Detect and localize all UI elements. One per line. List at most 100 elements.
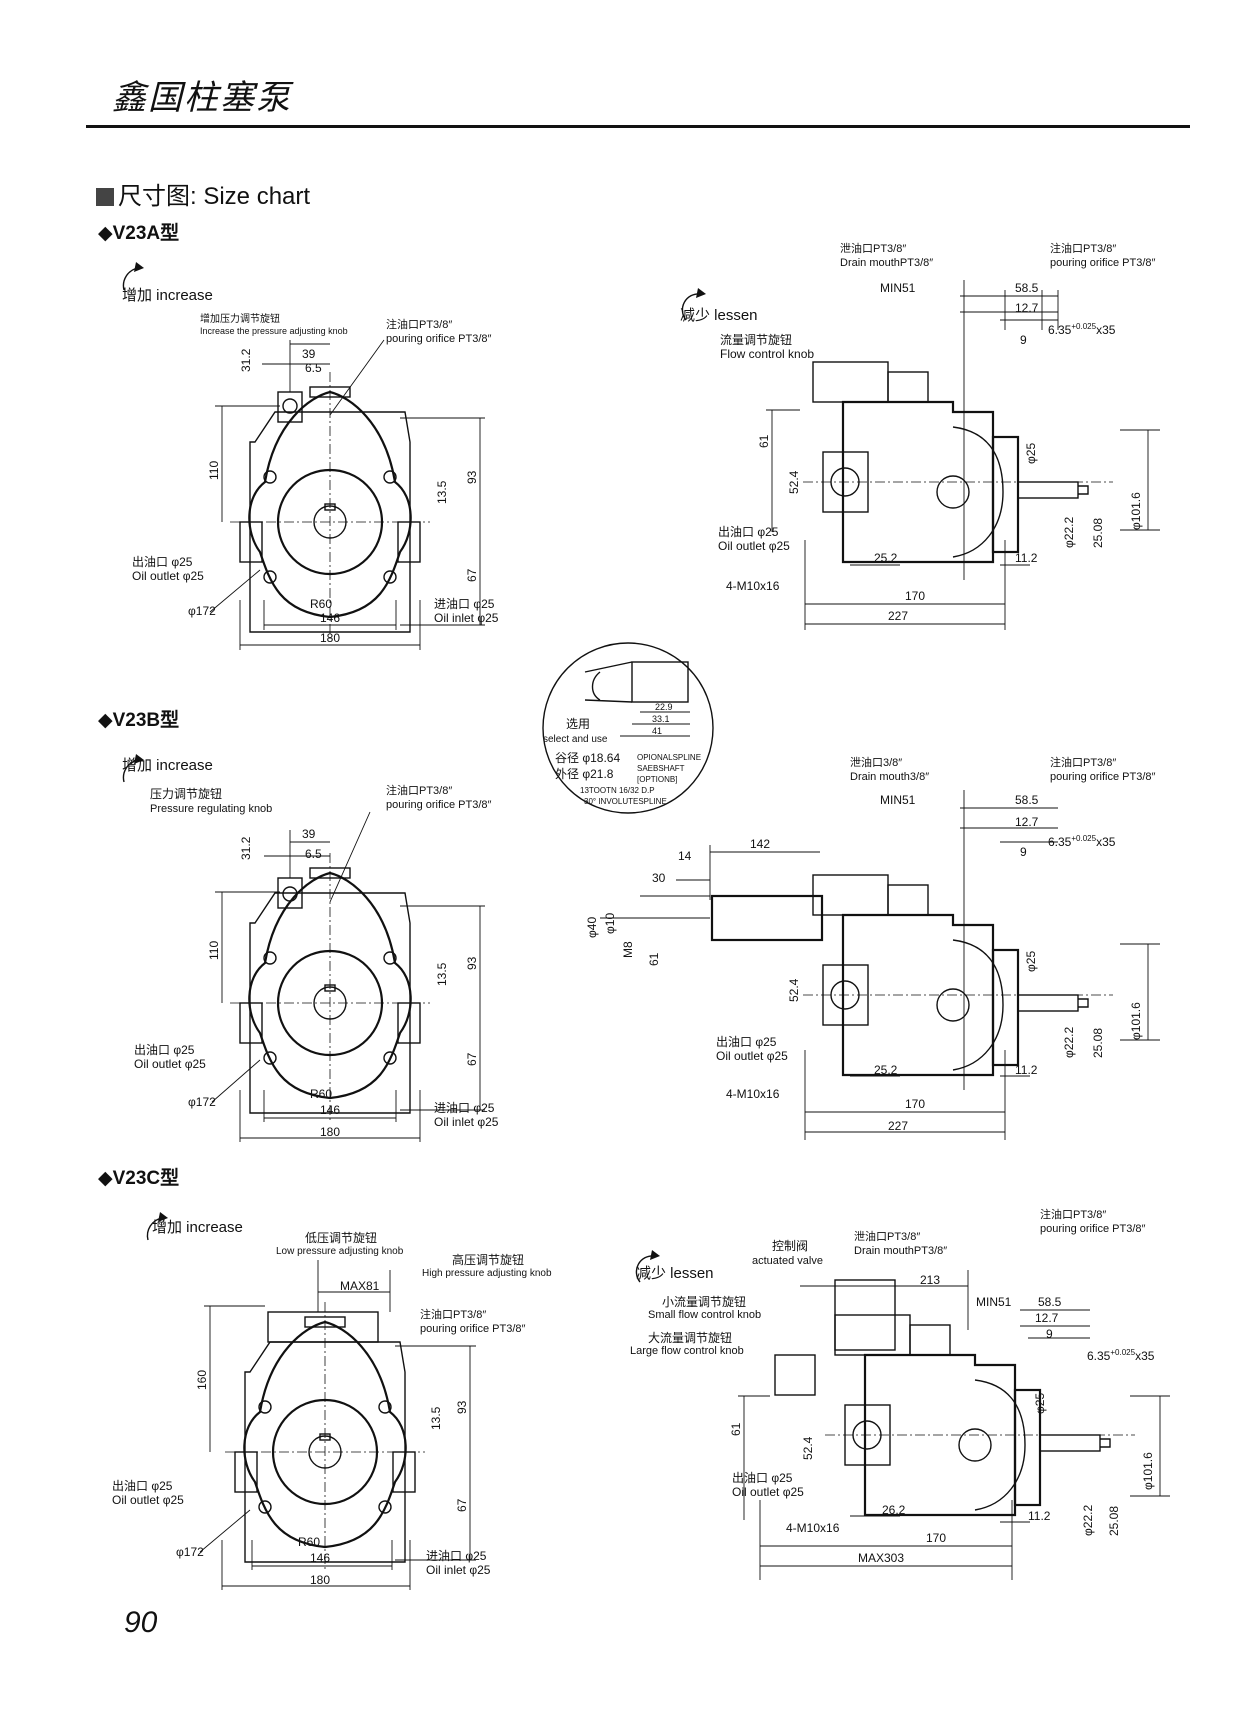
- v23c-dim-11-2: 11.2: [1028, 1509, 1051, 1523]
- spline-line2: SAEBSHAFT: [637, 764, 685, 773]
- spline-dim-41: 41: [652, 726, 662, 736]
- v23c-high-knob-en: High pressure adjusting knob: [422, 1268, 552, 1279]
- v23c-dim-180: 180: [310, 1573, 330, 1587]
- v23c-low-knob-cn: 低压调节旋钮: [305, 1230, 377, 1245]
- v23c-side-outlet-en: Oil outlet φ25: [732, 1485, 804, 1499]
- v23a-side-outlet-cn: 出油口 φ25: [718, 525, 779, 539]
- v23c-dim-52-4: 52.4: [801, 1436, 815, 1460]
- v23a-dim-31-2: 31.2: [239, 348, 253, 372]
- header-rule: [86, 125, 1190, 128]
- v23a-key-dim: 6.35+0.025x35: [1048, 322, 1116, 337]
- v23b-side-outlet-cn: 出油口 φ25: [716, 1035, 777, 1049]
- v23b-dim-142: 142: [750, 837, 770, 851]
- v23c-drain-en: Drain mouthPT3/8″: [854, 1245, 947, 1257]
- v23a-pour-en: pouring orifice PT3/8″: [386, 333, 491, 345]
- v23a-phi22-2: φ22.2: [1062, 517, 1076, 548]
- v23b-phi10: φ10: [603, 913, 617, 934]
- v23a-dim-146: 146: [320, 611, 340, 625]
- v23a-increase-label: 增加 increase: [122, 287, 213, 304]
- v23b-side-outlet-en: Oil outlet φ25: [716, 1049, 788, 1063]
- v23b-dim-12-7: 12.7: [1015, 815, 1039, 829]
- v23a-flow-knob-en: Flow control knob: [720, 347, 814, 361]
- v23a-dim-9: 9: [1020, 333, 1027, 347]
- v23c-high-knob-cn: 高压调节旋钮: [452, 1252, 524, 1267]
- v23b-dim-52-4: 52.4: [787, 978, 801, 1002]
- v23a-dim-12-7: 12.7: [1015, 301, 1039, 315]
- v23a-dim-67: 67: [465, 568, 479, 582]
- v23a-knob-en: Increase the pressure adjusting knob: [200, 326, 348, 336]
- v23b-dim-93: 93: [465, 956, 479, 970]
- v23c-dim-213: 213: [920, 1273, 940, 1287]
- v23b-drain-en: Drain mouth3/8″: [850, 771, 929, 783]
- v23c-phi25: φ25: [1033, 1393, 1047, 1414]
- v23a-side-view: 减少 lessen 流量调节旋钮 Flow control knob 泄油口PT…: [680, 241, 1160, 630]
- v23b-dim-30: 30: [652, 871, 666, 885]
- v23b-dim-227: 227: [888, 1119, 908, 1133]
- model-title-v23c: ◆V23C型: [98, 1168, 180, 1189]
- v23c-phi22-2: φ22.2: [1081, 1505, 1095, 1536]
- spline-select-en: select and use: [543, 734, 608, 745]
- section-title-text: 尺寸图: Size chart: [118, 183, 311, 210]
- v23c-dim-13-5: 13.5: [429, 1406, 443, 1430]
- v23c-outlet-cn: 出油口 φ25: [112, 1479, 173, 1493]
- v23a-phi101-6: φ101.6: [1129, 492, 1143, 530]
- v23c-dim-9: 9: [1046, 1327, 1053, 1341]
- v23b-knob-cn: 压力调节旋钮: [150, 786, 222, 801]
- v23c-inlet-cn: 进油口 φ25: [426, 1549, 487, 1563]
- v23b-front-view: 增加 increase 压力调节旋钮 Pressure regulating k…: [122, 754, 499, 1142]
- v23c-dim-61: 61: [729, 1422, 743, 1436]
- v23c-max303: MAX303: [858, 1551, 904, 1565]
- v23c-inlet-en: Oil inlet φ25: [426, 1563, 491, 1577]
- v23b-dim-146: 146: [320, 1103, 340, 1117]
- v23a-min51: MIN51: [880, 281, 916, 295]
- v23c-actuated-cn: 控制阀: [772, 1239, 808, 1253]
- v23c-small-knob-en: Small flow control knob: [648, 1309, 761, 1321]
- v23c-front-view: 增加 increase 低压调节旋钮 Low pressure adjustin…: [112, 1212, 552, 1590]
- v23b-dim-25-2: 25.2: [874, 1063, 898, 1077]
- v23b-dim-6-5: 6.5: [305, 847, 322, 861]
- v23c-phi172: φ172: [176, 1545, 204, 1559]
- page-number: 90: [124, 1606, 158, 1639]
- v23c-actuated-en: actuated valve: [752, 1255, 823, 1267]
- page-header-title: 鑫国柱塞泵: [112, 79, 292, 117]
- v23b-inlet-cn: 进油口 φ25: [434, 1101, 495, 1115]
- model-title-v23b: ◆V23B型: [98, 710, 180, 731]
- spline-outer: 外径 φ21.8: [555, 767, 614, 781]
- v23a-outlet-en: Oil outlet φ25: [132, 569, 204, 583]
- v23a-dim-11-2: 11.2: [1015, 551, 1038, 565]
- v23a-drain-en: Drain mouthPT3/8″: [840, 257, 933, 269]
- v23a-inlet-en: Oil inlet φ25: [434, 611, 499, 625]
- spline-line5: 30° INVOLUTESPLINE: [584, 797, 667, 806]
- v23a-dim-227: 227: [888, 609, 908, 623]
- v23a-dim-25-2: 25.2: [874, 551, 898, 565]
- square-bullet-icon: [96, 188, 114, 206]
- v23c-increase-label: 增加 increase: [152, 1219, 243, 1236]
- v23a-drain-cn: 泄油口PT3/8″: [840, 241, 906, 255]
- v23b-dim-61: 61: [647, 952, 661, 966]
- v23a-r60: R60: [310, 597, 332, 611]
- v23b-dim-39: 39: [302, 827, 316, 841]
- model-title-v23a: ◆V23A型: [98, 223, 180, 244]
- v23c-phi101-6: φ101.6: [1141, 1452, 1155, 1490]
- v23a-pour-cn-side: 注油口PT3/8″: [1050, 241, 1116, 255]
- v23b-pour-cn-side: 注油口PT3/8″: [1050, 755, 1116, 769]
- v23b-bolts: 4-M10x16: [726, 1087, 780, 1101]
- v23a-phi25: φ25: [1024, 443, 1038, 464]
- v23b-drain-cn: 泄油口3/8″: [850, 755, 902, 769]
- v23c-pour-en-side: pouring orifice PT3/8″: [1040, 1223, 1145, 1235]
- v23c-bolts: 4-M10x16: [786, 1521, 840, 1535]
- v23c-small-knob-cn: 小流量调节旋钮: [662, 1294, 746, 1309]
- v23a-knob-cn: 增加压力调节旋钮: [200, 312, 280, 325]
- v23b-pour-en-side: pouring orifice PT3/8″: [1050, 771, 1155, 783]
- v23b-phi40: φ40: [585, 917, 599, 938]
- spline-dim-22-9: 22.9: [655, 702, 673, 712]
- v23c-pour-en: pouring orifice PT3/8″: [420, 1323, 525, 1335]
- spline-detail: 22.9 33.1 41 选用 select and use 谷径 φ18.64…: [542, 642, 714, 814]
- v23c-dim-25-08: 25.08: [1107, 1506, 1121, 1536]
- spline-line1: OPIONALSPLINE: [637, 753, 701, 762]
- v23b-dim-11-2: 11.2: [1015, 1063, 1038, 1077]
- v23b-increase-label: 增加 increase: [122, 757, 213, 774]
- v23a-phi172: φ172: [188, 604, 216, 618]
- spline-line3: [OPTIONB]: [637, 775, 677, 784]
- v23c-dim-170: 170: [926, 1531, 946, 1545]
